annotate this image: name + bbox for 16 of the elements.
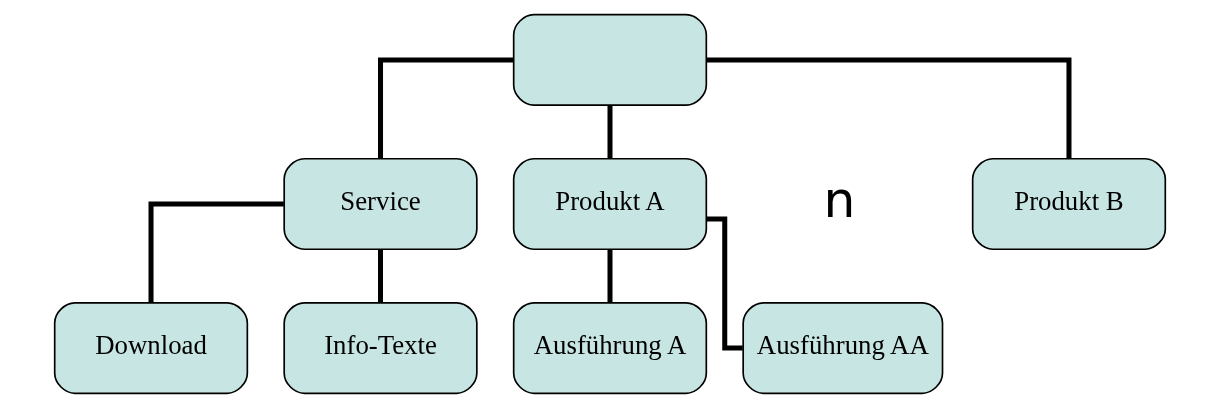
connector <box>607 249 613 303</box>
node-box: Service <box>283 157 478 251</box>
node-box: Info-Texte <box>283 302 478 395</box>
node-box: Download <box>53 302 249 395</box>
node-box: Ausführung AA <box>742 302 944 395</box>
connector <box>706 216 743 351</box>
node-box: Produkt A <box>512 157 708 251</box>
connector <box>378 57 514 159</box>
connector <box>607 105 613 159</box>
connector <box>706 57 1072 159</box>
node-box <box>512 13 708 106</box>
connector <box>378 249 384 303</box>
label: n <box>823 169 856 229</box>
connector <box>148 201 284 303</box>
node-box: Produkt B <box>971 157 1167 251</box>
node-box: Ausführung A <box>512 302 708 395</box>
